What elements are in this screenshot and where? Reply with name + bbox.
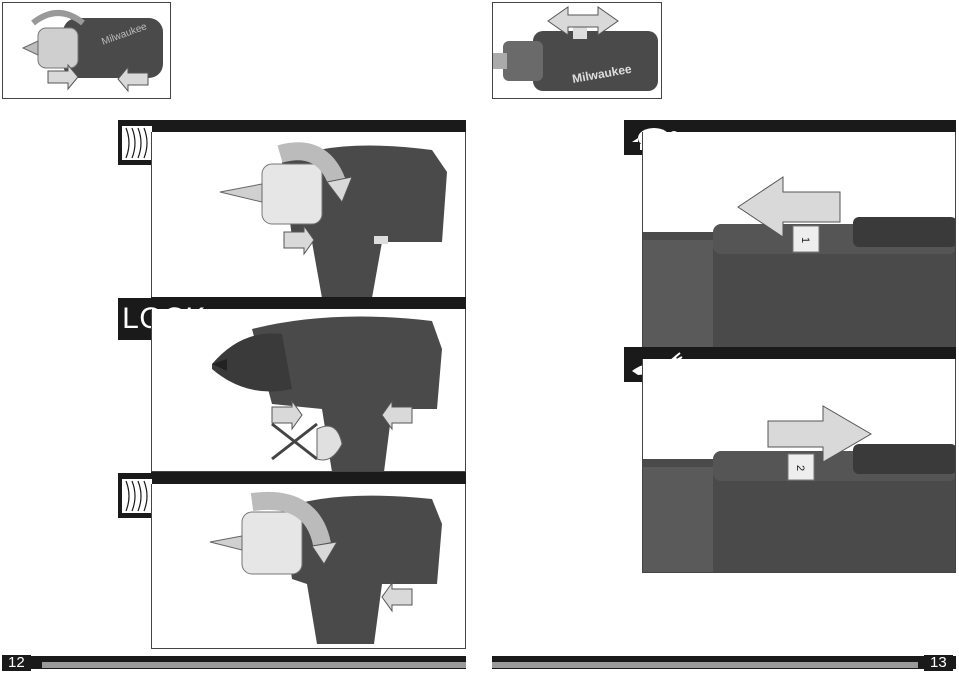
- panel-header-bar-high-speed: [642, 347, 956, 359]
- drill-lock-illustration: [212, 316, 442, 471]
- panel-tighten: [151, 484, 466, 649]
- drill-reverse-illustration: [219, 142, 447, 297]
- panel-header-bar-loosen: [151, 120, 466, 132]
- gear-2-label: 2: [794, 465, 806, 471]
- drill-forward-illustration: [209, 492, 442, 644]
- panel-lock: [151, 309, 466, 472]
- footer-stripe-left: [42, 662, 466, 668]
- panel-header-bar-lock: [151, 297, 466, 309]
- gear-2-illustration: 2: [643, 405, 955, 572]
- thumbnail-gear-selector: Milwaukee: [492, 2, 662, 99]
- page-number-right: 13: [924, 655, 953, 671]
- gear-1-illustration: 1: [643, 176, 955, 347]
- panel-loosen: [151, 132, 466, 298]
- page-number-left: 12: [2, 655, 31, 671]
- gear-selector-illustration: Milwaukee: [493, 6, 658, 91]
- panel-header-bar-low-speed: [642, 120, 956, 132]
- panel-high-speed: 2: [642, 359, 956, 573]
- footer-stripe-right: [492, 662, 918, 668]
- gear-1-label: 1: [799, 237, 811, 243]
- panel-low-speed: 1: [642, 132, 956, 348]
- thumbnail-drill-chuck-rotate: Milwaukee: [2, 2, 171, 99]
- drill-chuck-illustration: Milwaukee: [21, 10, 163, 93]
- panel-header-bar-tighten: [151, 472, 466, 484]
